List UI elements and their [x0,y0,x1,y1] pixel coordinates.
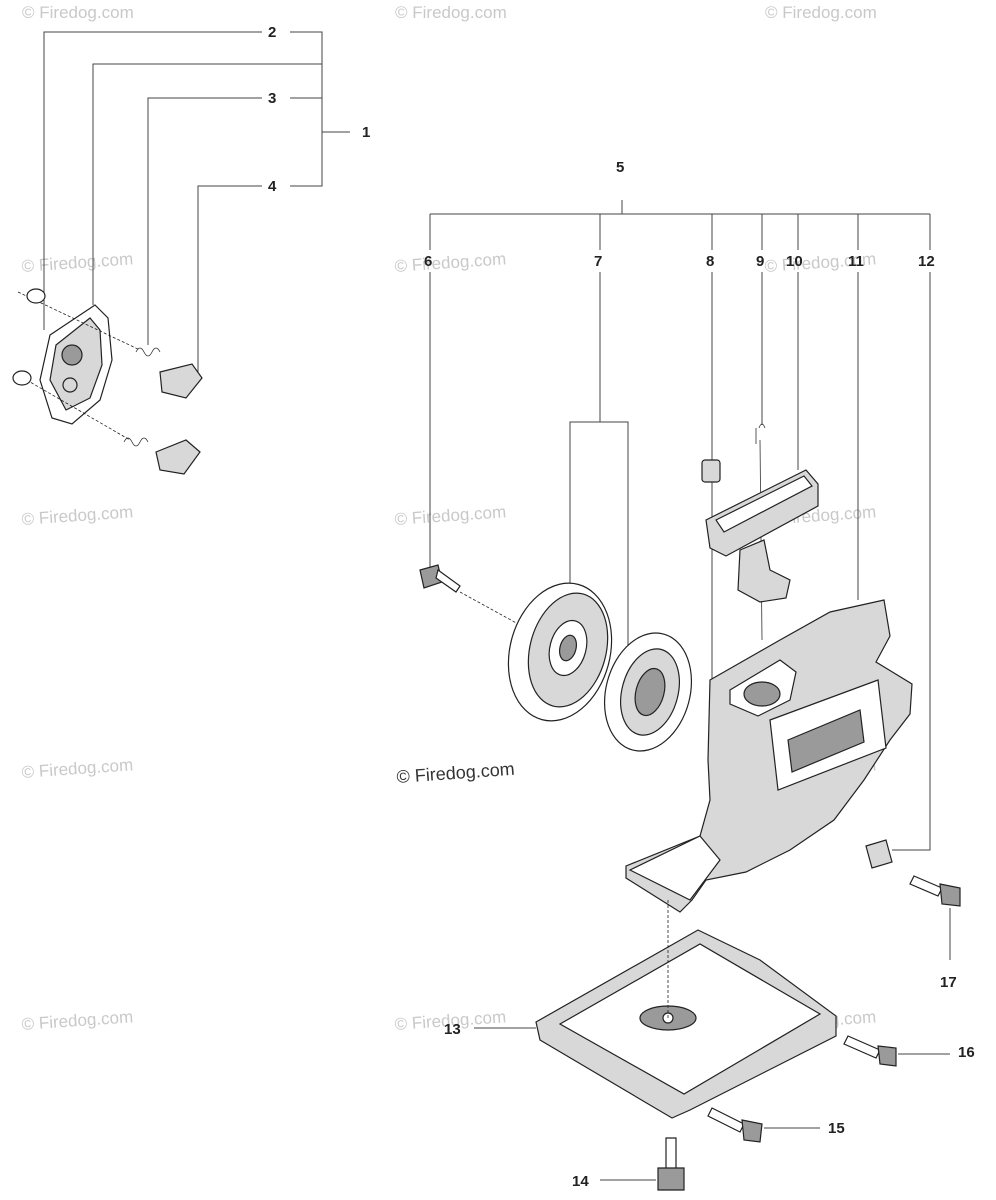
leader-lines-group-5 [429,200,931,851]
starter-rope [755,423,766,641]
starter-pawl [155,363,203,475]
watermark: © Firedog.com [21,755,134,782]
callout-8: 8 [706,253,714,270]
callout-10: 10 [786,253,803,270]
bushing [701,459,721,483]
starter-pawl-housing [17,291,141,441]
callout-3: 3 [268,90,276,107]
watermark: © Firedog.com [21,249,134,276]
callout-2: 2 [268,24,276,41]
cover-plate [535,900,837,1119]
watermark: © Firedog.com [395,3,507,22]
starter-handle [705,469,819,603]
pawl-spring [123,347,161,447]
starter-housing [625,599,913,913]
circlip [12,288,46,386]
rope-pulley [507,582,613,722]
spacer [865,839,893,869]
callout-15: 15 [828,1120,845,1137]
callout-13: 13 [444,1021,461,1038]
callout-7: 7 [594,253,602,270]
screw [909,875,961,960]
screw [419,564,541,637]
callout-4: 4 [268,178,277,195]
callout-1: 1 [362,124,370,141]
watermark: © Firedog.com [765,3,877,22]
callout-5: 5 [616,159,624,176]
recoil-spring [603,632,693,752]
callout-9: 9 [756,253,764,270]
callout-16: 16 [958,1044,975,1061]
screw [600,1137,685,1191]
callout-17: 17 [940,974,957,991]
leader-lines-group-1 [43,31,350,372]
screw [843,1035,950,1067]
watermark: © Firedog.com [394,249,507,276]
center-watermark: © Firedog.com [396,759,515,787]
watermark: © Firedog.com [394,502,507,529]
callout-11: 11 [848,253,864,270]
callout-14: 14 [572,1173,589,1190]
callout-12: 12 [918,253,935,270]
watermark: © Firedog.com [21,1007,134,1034]
screw [707,1107,820,1143]
callout-6: 6 [424,253,432,270]
watermark: © Firedog.com [21,502,134,529]
watermark: © Firedog.com [22,3,134,22]
